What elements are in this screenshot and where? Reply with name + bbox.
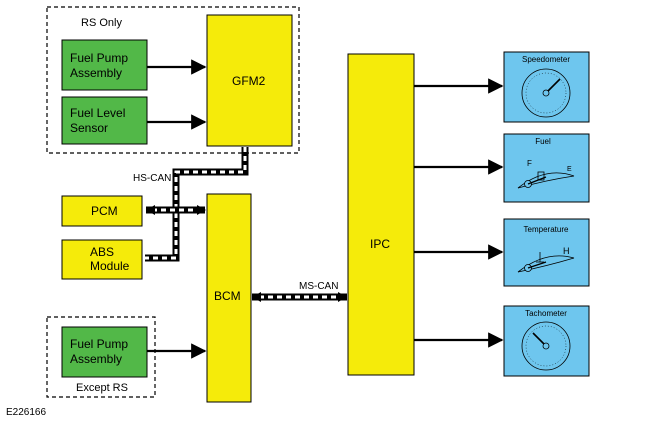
svg-text:PCM: PCM: [91, 204, 118, 218]
svg-text:Fuel Pump: Fuel Pump: [70, 51, 128, 65]
temp-hot-mark: H: [563, 246, 570, 256]
except-rs-group: Except RS: [46, 316, 156, 398]
ipc-output-arrows: [414, 78, 504, 348]
abs-module: ABS Module: [61, 239, 143, 280]
input-arrows: [147, 59, 207, 359]
svg-text:Module: Module: [90, 259, 130, 273]
figure-id: E226166: [6, 407, 46, 418]
ipc-module: IPC: [347, 53, 415, 376]
fuel-full-mark: F: [527, 159, 532, 168]
hs-can-label: HS-CAN: [133, 173, 171, 184]
fuel-empty-mark: E: [567, 166, 572, 173]
pcm-module: PCM: [61, 195, 143, 227]
fuel-pump-icon: [537, 171, 545, 181]
temperature-label: Temperature: [524, 225, 569, 234]
rs-only-label: RS Only: [81, 17, 122, 29]
hs-can-bus: HS-CAN: [133, 147, 249, 262]
gfm2-module: GFM2: [206, 14, 293, 147]
rs-only-group: RS Only: [46, 6, 300, 154]
svg-text:Sensor: Sensor: [70, 121, 108, 135]
svg-text:Assembly: Assembly: [70, 66, 122, 80]
svg-text:Fuel Level: Fuel Level: [70, 106, 125, 120]
fuel-pump-assembly-except-rs: Fuel Pump Assembly: [61, 326, 148, 378]
temperature-gauge: Temperature H: [503, 218, 590, 287]
ms-can-label: MS-CAN: [299, 281, 338, 292]
except-rs-label: Except RS: [76, 382, 128, 394]
fuel-label: Fuel: [535, 137, 551, 146]
speedometer-gauge: Speedometer: [503, 51, 590, 123]
svg-text:ABS: ABS: [90, 245, 114, 259]
fuel-gauge: Fuel F E: [503, 133, 590, 203]
speedometer-label: Speedometer: [522, 55, 570, 64]
fuel-level-sensor: Fuel Level Sensor: [61, 96, 148, 145]
ms-can-bus: MS-CAN: [252, 281, 347, 302]
svg-text:Fuel Pump: Fuel Pump: [70, 337, 128, 351]
tachometer-gauge: Tachometer: [503, 305, 590, 377]
bcm-module: BCM: [206, 193, 252, 403]
svg-text:BCM: BCM: [214, 289, 241, 303]
fuel-pump-assembly-rs: Fuel Pump Assembly: [61, 39, 148, 91]
svg-text:IPC: IPC: [370, 237, 390, 251]
svg-text:Assembly: Assembly: [70, 352, 122, 366]
svg-text:GFM2: GFM2: [232, 74, 266, 88]
tachometer-label: Tachometer: [525, 309, 567, 318]
